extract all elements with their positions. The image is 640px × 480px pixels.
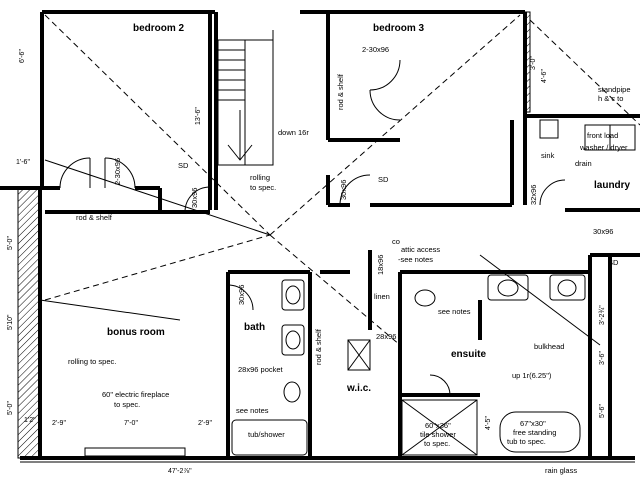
- note-18x96: 18x96: [376, 255, 385, 275]
- note-32x96: 32x96: [529, 185, 538, 205]
- note-standpipe-a: standpipe: [598, 85, 631, 94]
- note-30x96-a: 30x96: [190, 188, 199, 208]
- note-co: co: [392, 237, 400, 246]
- note-rolling-2: rolling to spec.: [68, 357, 116, 366]
- stair: [217, 30, 274, 166]
- note-sd-1: SD: [178, 161, 189, 170]
- note-fireplace-a: 60" electric fireplace: [102, 390, 169, 399]
- room-bedroom-2: bedroom 2: [133, 23, 185, 34]
- doors: [59, 59, 566, 396]
- dim-5-0a: 5'-0": [7, 236, 14, 250]
- dim-2-9a: 2'-9": [52, 420, 66, 427]
- dim-total: 47'-2⅞": [168, 468, 192, 475]
- note-shower-a: 60"x36": [425, 421, 451, 430]
- notes: 2-30x96 2-30x96 rod & shelf rod & shelf …: [68, 45, 631, 475]
- room-laundry: laundry: [594, 180, 631, 191]
- note-see-notes-1: see notes: [438, 307, 471, 316]
- room-bedroom-3: bedroom 3: [373, 23, 425, 34]
- note-30x96-b: 30x96: [339, 180, 348, 200]
- dim-3-0: 3'-0": [530, 56, 537, 70]
- note-standpipe-b: h & c to: [598, 94, 623, 103]
- note-rolling-1: rolling: [250, 173, 270, 182]
- dim-3-6: 3'-6": [599, 351, 606, 365]
- note-2-30x96-b2: 2-30x96: [113, 158, 122, 185]
- room-ensuite: ensuite: [451, 349, 486, 360]
- note-rod-shelf-b3: rod & shelf: [336, 73, 345, 110]
- fixtures: [84, 119, 636, 457]
- dim-4-6: 4'-6": [541, 69, 548, 83]
- dim-2-9b: 2'-9": [198, 420, 212, 427]
- room-wic: w.i.c.: [346, 383, 371, 394]
- note-tub-b: free standing: [513, 428, 556, 437]
- note-sd-3: SD: [608, 258, 619, 267]
- note-tub-a: 67"x30": [520, 419, 546, 428]
- dim-6-6: 6'-6": [19, 49, 26, 63]
- note-sd-2: SD: [378, 175, 389, 184]
- dim-5-6: 5'-6": [599, 404, 606, 418]
- note-2-30x96-b3: 2-30x96: [362, 45, 389, 54]
- note-rod-shelf-b2: rod & shelf: [76, 213, 113, 222]
- dim-4-5: 4'-5": [485, 416, 492, 430]
- dim-5-10: 5'10": [7, 314, 14, 330]
- dim-5-0c: 5'-0": [7, 401, 14, 415]
- dimensions: 6'-6" 13'-6" 4'-6" 1'-6" 3'-0" 5'-0" 5'1…: [7, 49, 606, 475]
- note-down-16r: down 16r: [278, 128, 309, 137]
- note-30x96-d: 30x96: [593, 227, 613, 236]
- note-tub-c: tub to spec.: [507, 437, 546, 446]
- note-rod-shelf-wic: rod & shelf: [314, 328, 323, 365]
- note-fireplace-b: to spec.: [114, 400, 140, 409]
- note-bulkhead: bulkhead: [534, 342, 564, 351]
- note-28x96-pocket: 28x96 pocket: [238, 365, 284, 374]
- note-rolling-1b: to spec.: [250, 183, 276, 192]
- note-sink: sink: [541, 151, 555, 160]
- dim-1-6: 1'-6": [16, 159, 30, 166]
- dim-7-0: 7'-0": [124, 420, 138, 427]
- note-attic: attic access: [401, 245, 440, 254]
- note-tub-shower: tub/shower: [248, 430, 285, 439]
- dim-3-2: 3'-2¾": [599, 305, 606, 325]
- room-bath: bath: [244, 322, 265, 333]
- note-drain: drain: [575, 159, 592, 168]
- note-shower-b: tile shower: [420, 430, 456, 439]
- room-bonus-room: bonus room: [107, 327, 165, 338]
- note-linen: linen: [374, 292, 390, 301]
- room-labels: bedroom 2 bedroom 3 laundry bonus room b…: [107, 23, 631, 394]
- walls: [0, 10, 640, 463]
- dim-13-6: 13'-6": [195, 107, 202, 125]
- note-front-load: front load: [587, 131, 618, 140]
- note-rain-glass: rain glass: [545, 466, 577, 475]
- note-28x96: 28x96: [376, 332, 396, 341]
- note-attic-b: -see notes: [398, 255, 433, 264]
- note-washer-dryer: washer / dryer: [579, 143, 628, 152]
- note-shower-c: to spec.: [424, 439, 450, 448]
- note-30x96-c: 30x96: [237, 285, 246, 305]
- dim-1-2: 1'2": [24, 417, 36, 424]
- note-up-riser: up 1r(6.25"): [512, 371, 552, 380]
- note-see-notes-2: see notes: [236, 406, 269, 415]
